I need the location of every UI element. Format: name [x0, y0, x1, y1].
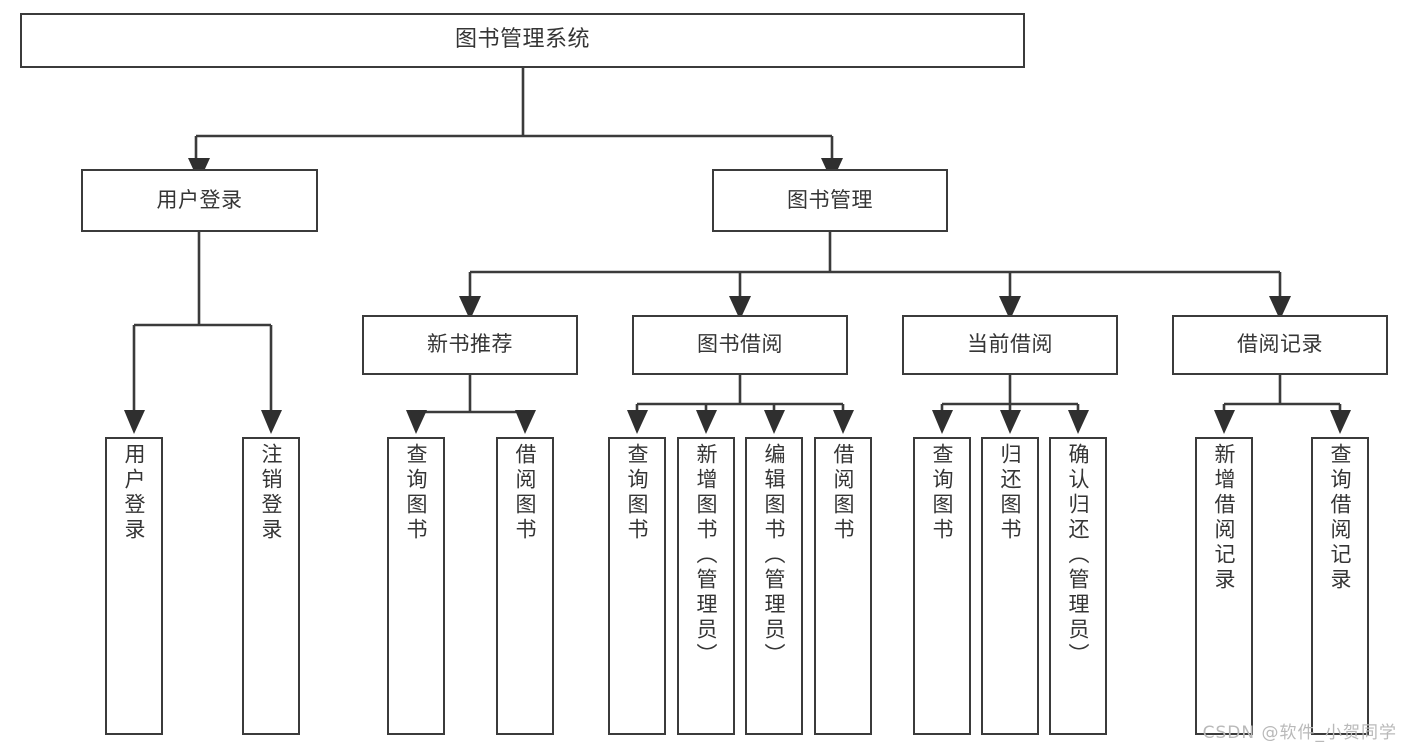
node-label: 注销登录 — [259, 443, 284, 543]
node-label: 借阅图书 — [831, 443, 856, 543]
node-label: 当前借阅 — [967, 332, 1053, 357]
node-label: 查询图书 — [625, 443, 650, 543]
leaf-add-borrow-record[interactable]: 新增借阅记录 — [1195, 437, 1253, 735]
node-root-system[interactable]: 图书管理系统 — [20, 13, 1025, 68]
leaf-confirm-return-admin[interactable]: 确认归还（管理员） — [1049, 437, 1107, 735]
node-label: 图书借阅 — [697, 332, 783, 357]
node-label: 借阅图书 — [513, 443, 538, 543]
leaf-add-book-admin[interactable]: 新增图书（管理员） — [677, 437, 735, 735]
leaf-borrow-book-borrow[interactable]: 借阅图书 — [814, 437, 872, 735]
leaf-query-book-newbook[interactable]: 查询图书 — [387, 437, 445, 735]
node-label: 用户登录 — [156, 187, 243, 212]
node-label: 图书管理 — [787, 187, 873, 212]
leaf-return-book[interactable]: 归还图书 — [981, 437, 1039, 735]
node-user-login[interactable]: 用户登录 — [81, 169, 318, 232]
node-label: 查询图书 — [930, 443, 955, 543]
node-label: 确认归还（管理员） — [1066, 443, 1091, 668]
node-label: 图书管理系统 — [454, 27, 590, 53]
leaf-edit-book-admin[interactable]: 编辑图书（管理员） — [745, 437, 803, 735]
node-label: 归还图书 — [998, 443, 1023, 543]
leaf-user-login[interactable]: 用户登录 — [105, 437, 163, 735]
leaf-logout[interactable]: 注销登录 — [242, 437, 300, 735]
leaf-borrow-book-newbook[interactable]: 借阅图书 — [496, 437, 554, 735]
leaf-query-book-current[interactable]: 查询图书 — [913, 437, 971, 735]
node-label: 新增图书（管理员） — [694, 443, 719, 668]
node-label: 借阅记录 — [1237, 332, 1323, 357]
node-borrow-record[interactable]: 借阅记录 — [1172, 315, 1388, 375]
leaf-query-book-borrow[interactable]: 查询图书 — [608, 437, 666, 735]
node-book-management[interactable]: 图书管理 — [712, 169, 948, 232]
watermark: CSDN @软件_小贺同学 — [1202, 723, 1397, 743]
node-label: 用户登录 — [122, 443, 147, 543]
node-book-borrow[interactable]: 图书借阅 — [632, 315, 848, 375]
node-label: 编辑图书（管理员） — [762, 443, 787, 668]
node-new-book-recommend[interactable]: 新书推荐 — [362, 315, 578, 375]
node-label: 新书推荐 — [427, 332, 513, 357]
node-label: 新增借阅记录 — [1212, 443, 1237, 593]
leaf-query-borrow-record[interactable]: 查询借阅记录 — [1311, 437, 1369, 735]
node-label: 查询借阅记录 — [1328, 443, 1353, 593]
node-current-borrow[interactable]: 当前借阅 — [902, 315, 1118, 375]
node-label: 查询图书 — [404, 443, 429, 543]
